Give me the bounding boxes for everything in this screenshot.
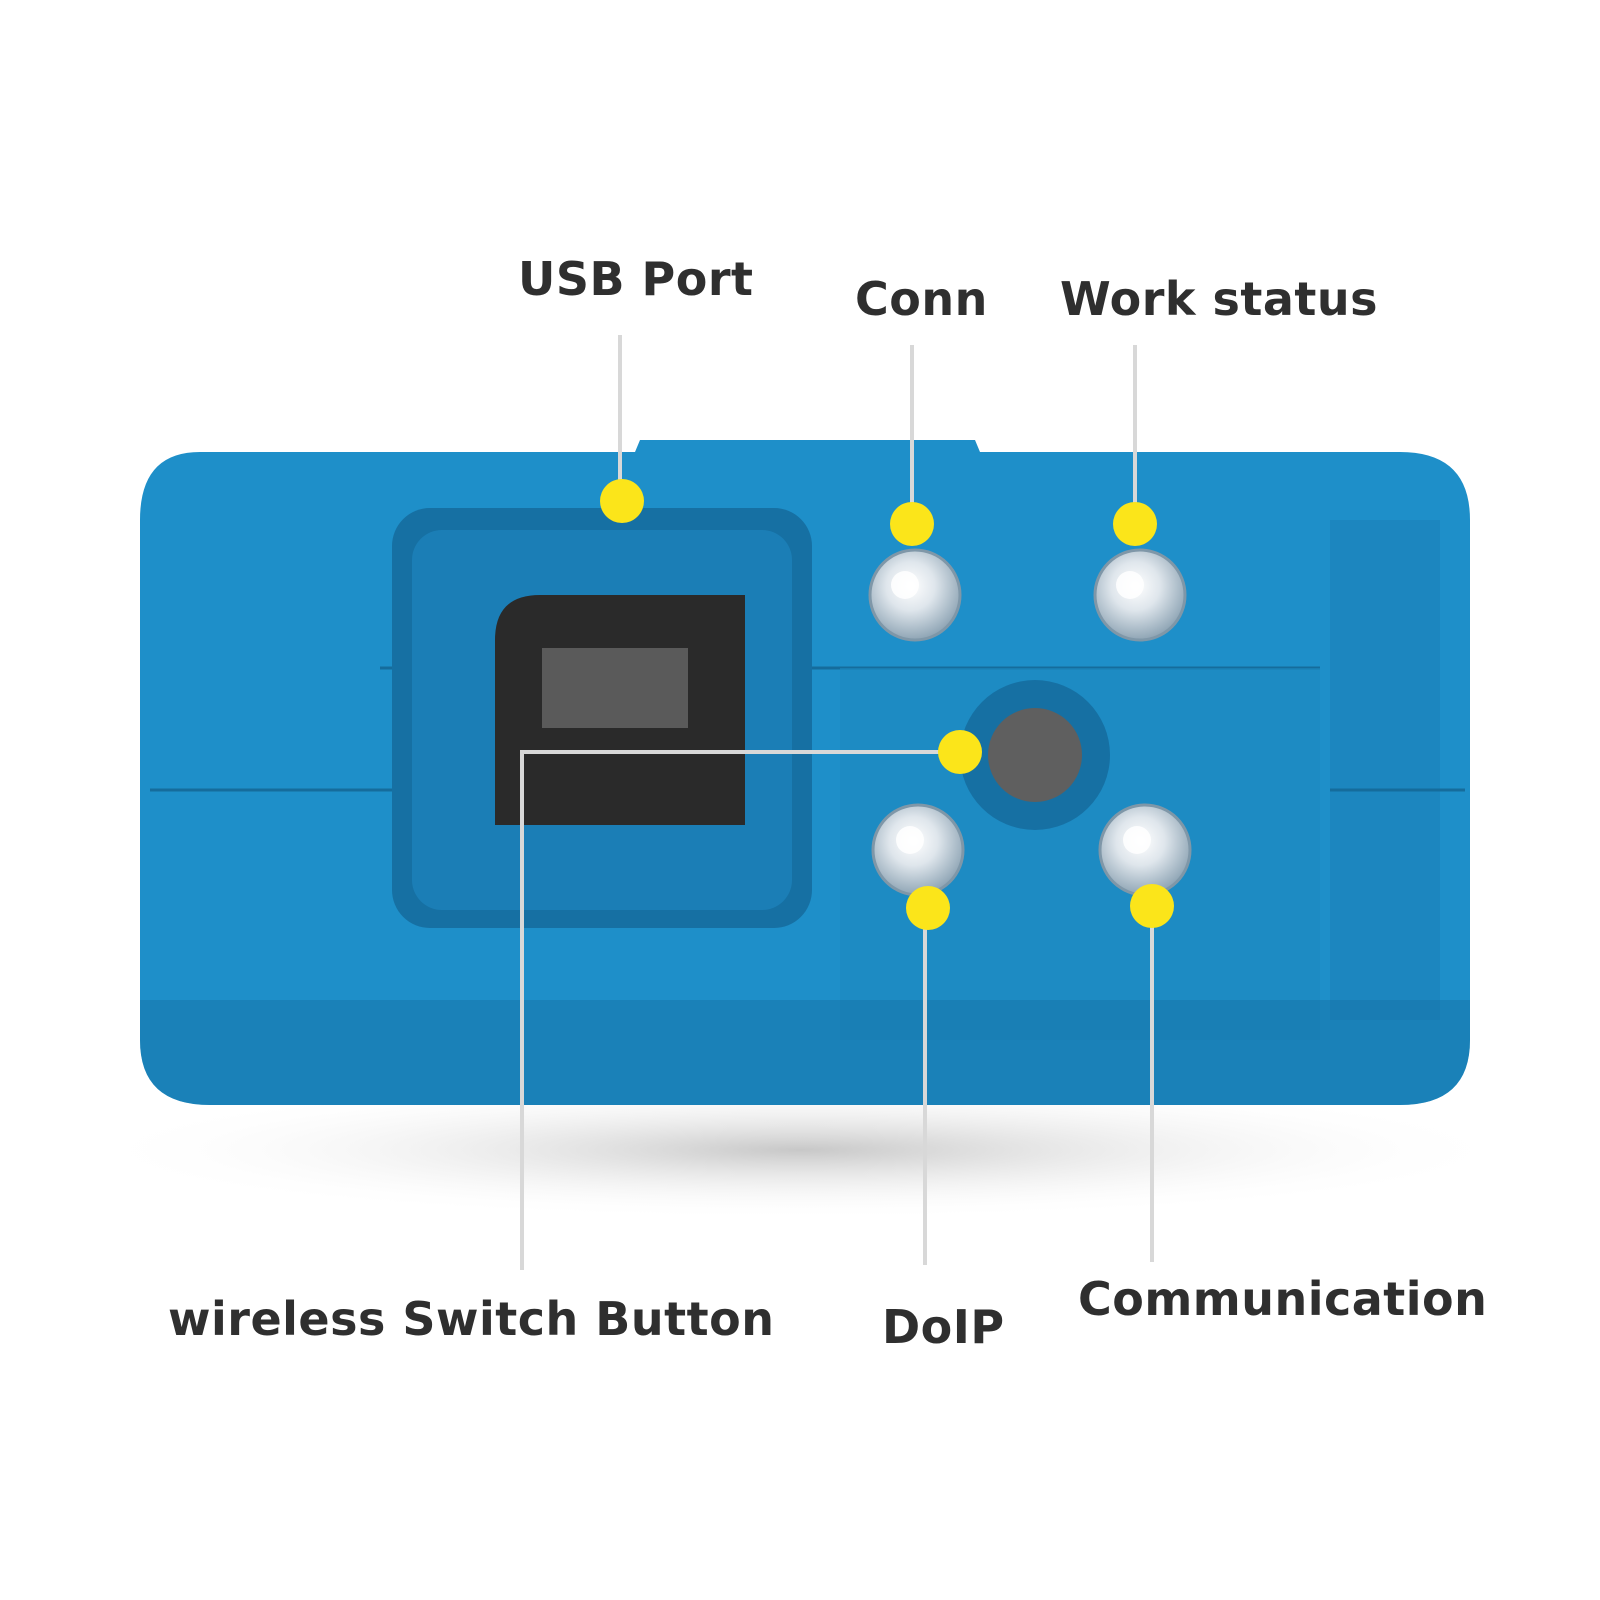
wireless-switch-button-label: wireless Switch Button — [168, 1292, 775, 1346]
communication-label: Communication — [1078, 1272, 1488, 1326]
doip-marker — [906, 886, 950, 930]
work-status-label: Work status — [1060, 272, 1379, 326]
work-status-led — [1093, 548, 1187, 642]
communication-marker — [1130, 884, 1174, 928]
doip-label: DoIP — [882, 1300, 1005, 1354]
doip-led — [871, 803, 965, 897]
communication-led — [1098, 803, 1192, 897]
usb-port-marker — [600, 479, 644, 523]
conn-led — [868, 548, 962, 642]
conn-label: Conn — [855, 272, 988, 326]
usb-port — [392, 508, 812, 928]
device-shadow — [80, 1080, 1520, 1220]
markers — [600, 479, 1174, 930]
usb-port-label: USB Port — [518, 252, 754, 306]
leader-lines — [520, 335, 1154, 1270]
work-status-marker — [1113, 502, 1157, 546]
conn-marker — [890, 502, 934, 546]
wireless-switch-button — [960, 680, 1110, 830]
wireless-switch-marker — [938, 730, 982, 774]
wireless-switch-leader — [520, 750, 962, 1270]
